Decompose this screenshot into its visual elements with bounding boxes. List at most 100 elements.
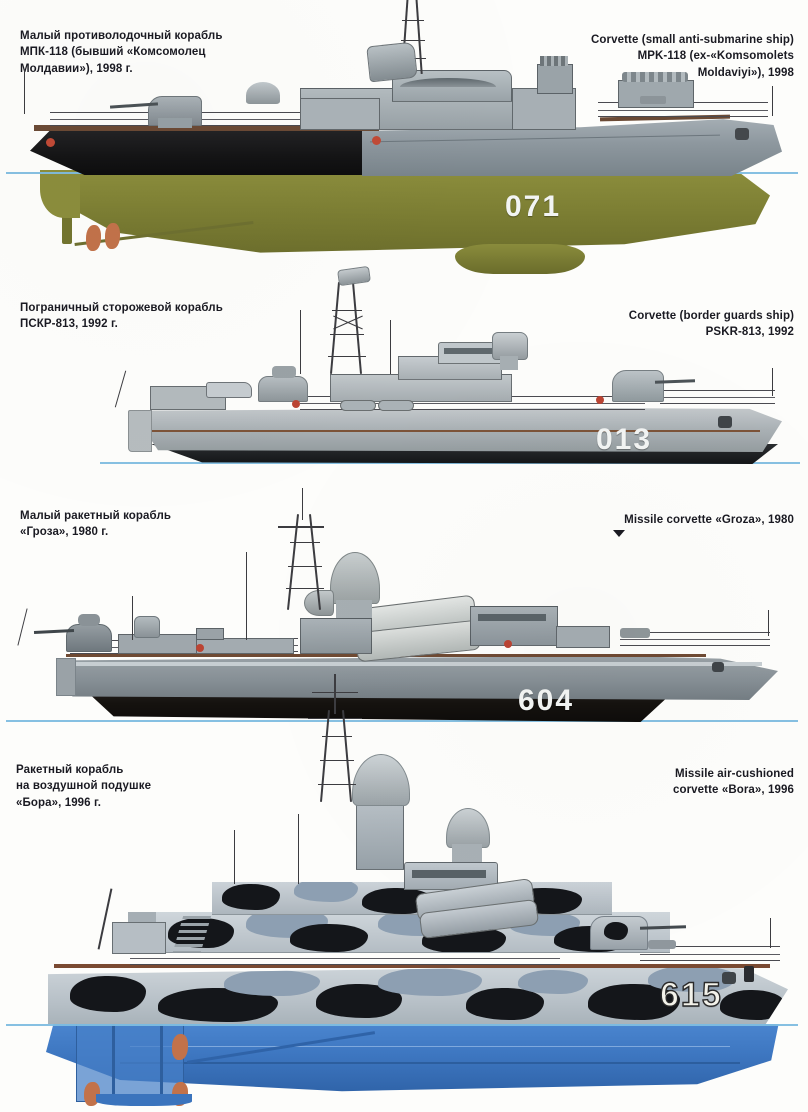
- down-triangle-marker: [613, 530, 625, 537]
- whip-antenna-c: [298, 814, 299, 884]
- skirt-foot: [96, 1094, 192, 1106]
- caption-en-mpk118: Corvette (small anti-submarine ship) MPK…: [591, 34, 794, 79]
- aft-platform: [128, 912, 156, 922]
- camo-blob-h1: [70, 976, 146, 1012]
- deck-box-a: [196, 628, 224, 640]
- sonar-dome: [455, 244, 585, 274]
- hull-number-071: 071: [505, 190, 562, 223]
- stern-skeg: [40, 170, 80, 218]
- life-ring-fwd: [596, 396, 604, 404]
- gun-turret-aft: [258, 376, 308, 402]
- mast-brace-2: [401, 40, 425, 41]
- exhaust-uptake: [537, 64, 573, 94]
- surface-search-radar: [337, 265, 371, 287]
- whip-antenna-b: [390, 320, 391, 374]
- whip-antenna-a: [234, 830, 235, 884]
- deck-cylinder-b: [378, 400, 414, 411]
- mast-brace-2: [288, 566, 322, 567]
- ships-boat: [206, 382, 252, 398]
- windlass: [620, 628, 650, 638]
- rubbing-strake: [54, 964, 770, 968]
- deck-edge: [34, 125, 379, 131]
- radome-secondary-pedestal: [452, 844, 482, 862]
- caption-en-bora: Missile air-cushioned corvette «Bora», 1…: [672, 768, 794, 797]
- yardarm-upper: [312, 692, 358, 693]
- aft-deckhouse: [150, 386, 226, 410]
- bridge-window-band: [400, 78, 496, 87]
- yardarm: [278, 526, 324, 528]
- ship-mpk-118: 071: [0, 0, 808, 282]
- hull-number-604: 604: [518, 684, 575, 717]
- bridge-window-band: [444, 348, 498, 354]
- gun-barrel-forward: [654, 379, 696, 384]
- life-ring-fwd: [372, 136, 381, 145]
- bridge-window-band: [478, 614, 546, 621]
- gun-turret-forward: [612, 370, 664, 402]
- propeller-right: [105, 223, 120, 249]
- propeller-left: [86, 225, 101, 251]
- jackstaff: [772, 368, 773, 396]
- upper-hull: [48, 966, 788, 1024]
- mast-brace-2: [330, 334, 364, 335]
- whip-antenna-a: [300, 310, 301, 374]
- anchor: [735, 128, 749, 140]
- anchor: [712, 662, 724, 672]
- hull-number-013: 013: [596, 423, 653, 456]
- rudder-fairing: [172, 1034, 188, 1060]
- camo-blob-h10: [720, 990, 784, 1020]
- skirt-strut-a: [112, 1010, 115, 1098]
- forecastle-rail: [640, 946, 780, 961]
- windlass: [640, 96, 666, 104]
- radar-pedestal: [500, 356, 518, 370]
- caption-ru-mpk118: Малый противолодочный корабль МПК-118 (б…: [20, 30, 223, 75]
- bridge-window-band: [412, 870, 486, 878]
- waterline: [6, 720, 798, 722]
- yardarm-lower: [308, 718, 362, 719]
- camo-blob-h7: [518, 970, 588, 994]
- mast-brace-1: [402, 20, 424, 21]
- deckhouse-fwd: [512, 88, 576, 130]
- gun-pedestal: [158, 118, 192, 128]
- caption-ru-groza: Малый ракетный корабль «Гроза», 1980 г.: [20, 510, 172, 539]
- radome-pedestal: [336, 600, 372, 618]
- skirt-strut-b: [160, 1010, 163, 1098]
- air-search-radar: [366, 41, 418, 83]
- mast-brace-1: [332, 310, 362, 311]
- mast-brace-3: [328, 356, 366, 357]
- forecastle-rail: [660, 390, 775, 404]
- ensign-staff: [114, 370, 127, 408]
- waterline: [6, 1024, 798, 1026]
- forecastle-rail: [620, 632, 770, 646]
- ship-groza: 604: [0, 488, 808, 730]
- windlass: [648, 940, 676, 949]
- sheer-strip: [62, 662, 762, 666]
- superstructure-main: [300, 618, 372, 654]
- gun-cupola-aft: [272, 366, 296, 378]
- mid-deckhouse: [196, 638, 294, 654]
- radome-main: [352, 754, 410, 806]
- deckhouse-aft: [300, 98, 380, 130]
- hawse-marking: [744, 966, 754, 982]
- gun-director-aft: [78, 614, 100, 626]
- upper-hull-aft: [30, 130, 370, 175]
- life-ring: [196, 644, 204, 652]
- life-ring-aft: [46, 138, 55, 147]
- camo-blob-h3: [224, 970, 320, 996]
- skirt-seam: [120, 1062, 740, 1064]
- skirt-seam-2: [130, 1046, 730, 1047]
- mast-brace-3: [318, 784, 356, 785]
- underwater-hull: [42, 173, 770, 253]
- transom: [128, 410, 152, 452]
- jackstaff: [768, 610, 769, 636]
- gun-camo-patch: [604, 922, 628, 940]
- mast-tower: [356, 798, 404, 870]
- deckhouse-fwd: [556, 626, 610, 648]
- exhaust-pipes: [540, 56, 568, 66]
- ship-bora: 615: [0, 674, 808, 1110]
- life-ring-fwd: [504, 640, 512, 648]
- radome: [330, 552, 380, 604]
- camo-blob-u2: [294, 882, 358, 902]
- mast-brace-2: [320, 760, 354, 761]
- whip-antenna-b: [97, 888, 113, 950]
